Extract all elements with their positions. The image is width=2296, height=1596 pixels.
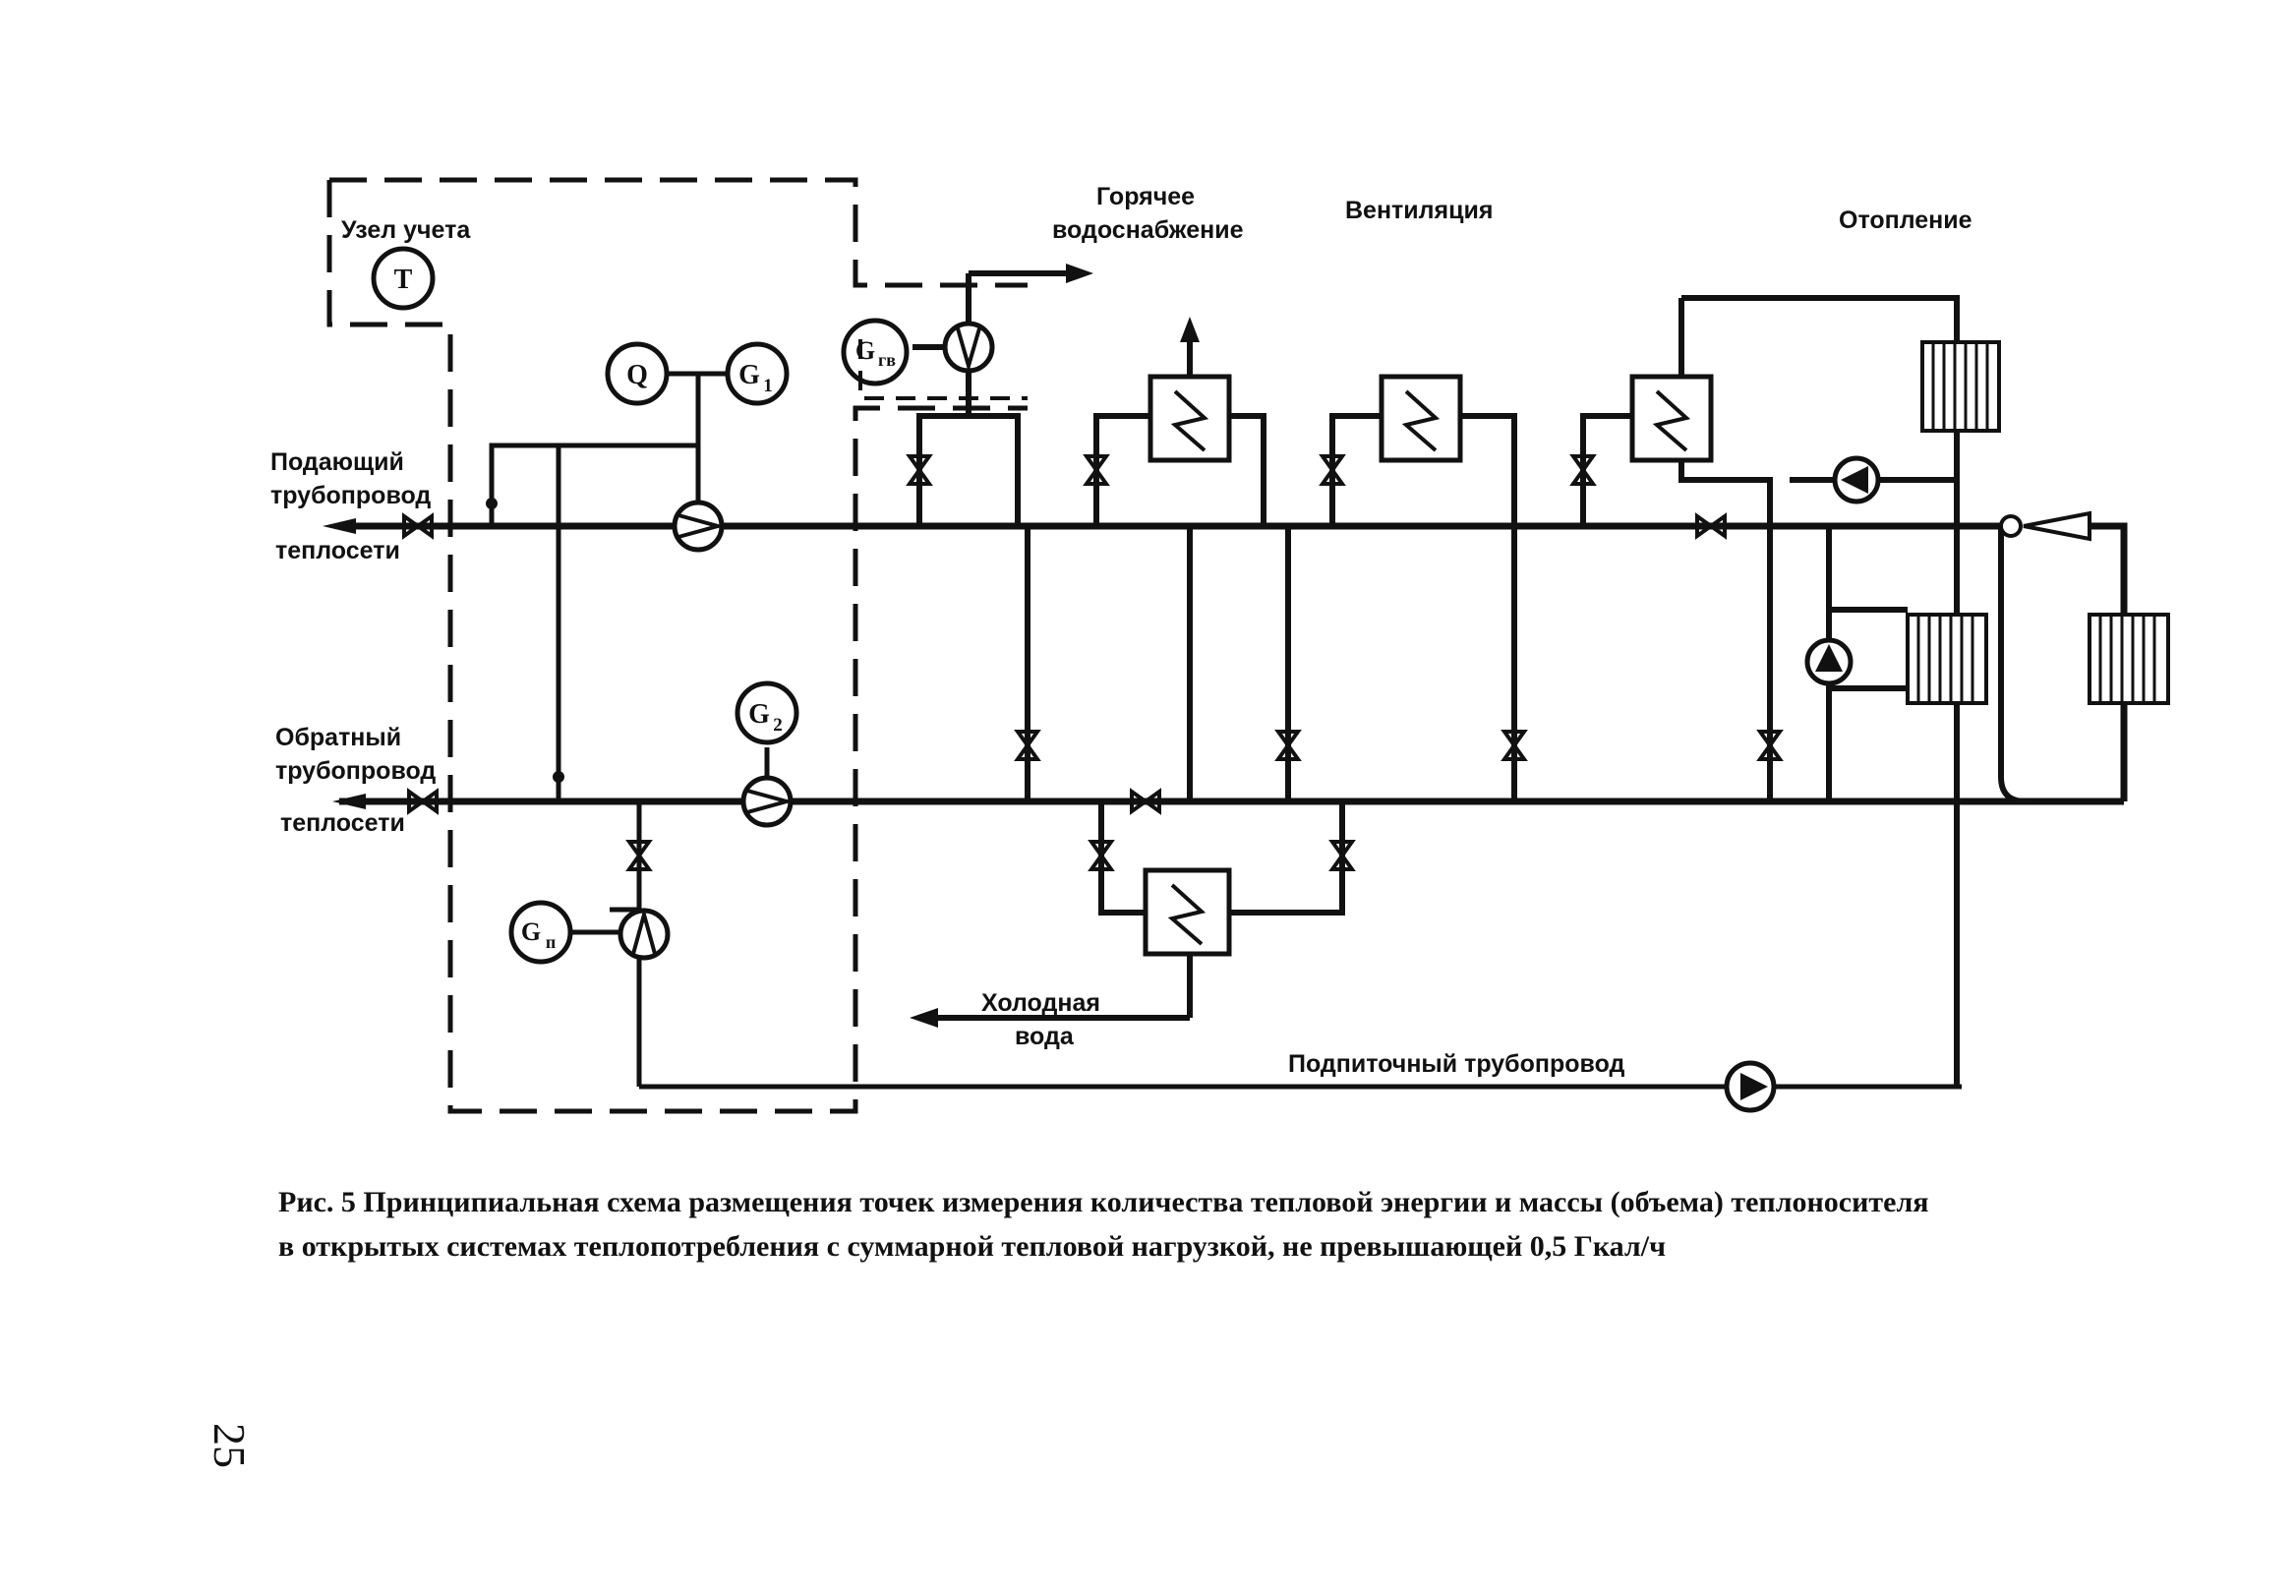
- instrument-t: T: [371, 246, 436, 311]
- supply-label-3: теплосети: [275, 537, 400, 564]
- return-label-2: трубопровод: [275, 757, 436, 785]
- page-number: 25: [205, 1423, 255, 1468]
- makeup-flowmeter: [618, 907, 671, 961]
- figure-caption: Рис. 5 Принципиальная схема размещения т…: [278, 1180, 2196, 1269]
- return-flowmeter: [740, 775, 795, 828]
- hot-water-label-1: Горячее: [1096, 183, 1195, 210]
- main-pipes: [339, 522, 2128, 805]
- meter-node-label: Узел учета: [341, 216, 471, 244]
- makeup-pipe-label: Подпиточный трубопровод: [1288, 1050, 1625, 1078]
- ventilation-heat-exchanger: [1379, 374, 1463, 463]
- hot-water-heat-exchanger: [1148, 374, 1232, 463]
- svg-text:G: G: [738, 360, 760, 390]
- caption-line-1: Рис. 5 Принципиальная схема размещения т…: [278, 1186, 1929, 1218]
- svg-text:Q: Q: [626, 360, 648, 390]
- radiator-middle: [1906, 613, 1988, 705]
- instrument-q: Q: [605, 341, 670, 406]
- svg-text:G: G: [521, 917, 541, 946]
- svg-text:п: п: [546, 932, 556, 952]
- svg-text:гв: гв: [878, 350, 896, 370]
- svg-text:2: 2: [773, 715, 783, 736]
- svg-text:G: G: [748, 699, 770, 730]
- heating-label: Отопление: [1839, 207, 1972, 234]
- return-outlet-arrow: [332, 794, 366, 809]
- instrument-gp: G п: [508, 900, 573, 965]
- caption-line-2: в открытых системах теплопотребления с с…: [278, 1230, 1666, 1263]
- supply-flowmeter: [672, 500, 726, 553]
- heating-circulation-pump: [1832, 455, 1881, 504]
- hot-water-label-2: водоснабжение: [1052, 216, 1244, 244]
- hot-water-heater-arrow: [1180, 317, 1200, 342]
- cold-water-label-2: вода: [1015, 1023, 1075, 1050]
- svg-text:G: G: [855, 336, 875, 365]
- supply-label-2: трубопровод: [270, 482, 431, 509]
- svg-text:1: 1: [763, 376, 773, 396]
- supply-inlet-arrow: [323, 518, 356, 534]
- elevator-jet-pump: [1999, 510, 2091, 542]
- instrument-g1: G 1: [725, 341, 790, 406]
- radiator-upper: [1920, 340, 2001, 433]
- ventilation-label: Вентиляция: [1345, 197, 1493, 224]
- heating-heat-exchanger: [1629, 374, 1714, 463]
- return-label-1: Обратный: [275, 724, 401, 751]
- return-label-3: теплосети: [280, 809, 405, 837]
- heating-loop-pump: [1804, 637, 1854, 686]
- svg-text:T: T: [394, 265, 413, 295]
- cold-water-label-1: Холодная: [981, 989, 1100, 1017]
- radiator-right: [2088, 613, 2170, 705]
- meter-node-boundary: [326, 177, 1028, 1114]
- makeup-pump: [1724, 1060, 1777, 1113]
- supply-label-1: Подающий: [270, 448, 404, 476]
- instrument-ggv: G гв: [841, 318, 910, 386]
- cold-water-arrow: [910, 1008, 938, 1028]
- cold-water-heat-exchanger: [1143, 867, 1232, 957]
- hot-water-flowmeter: [942, 321, 995, 374]
- hot-water-arrow: [1066, 264, 1093, 283]
- instrument-g2: G 2: [735, 680, 799, 745]
